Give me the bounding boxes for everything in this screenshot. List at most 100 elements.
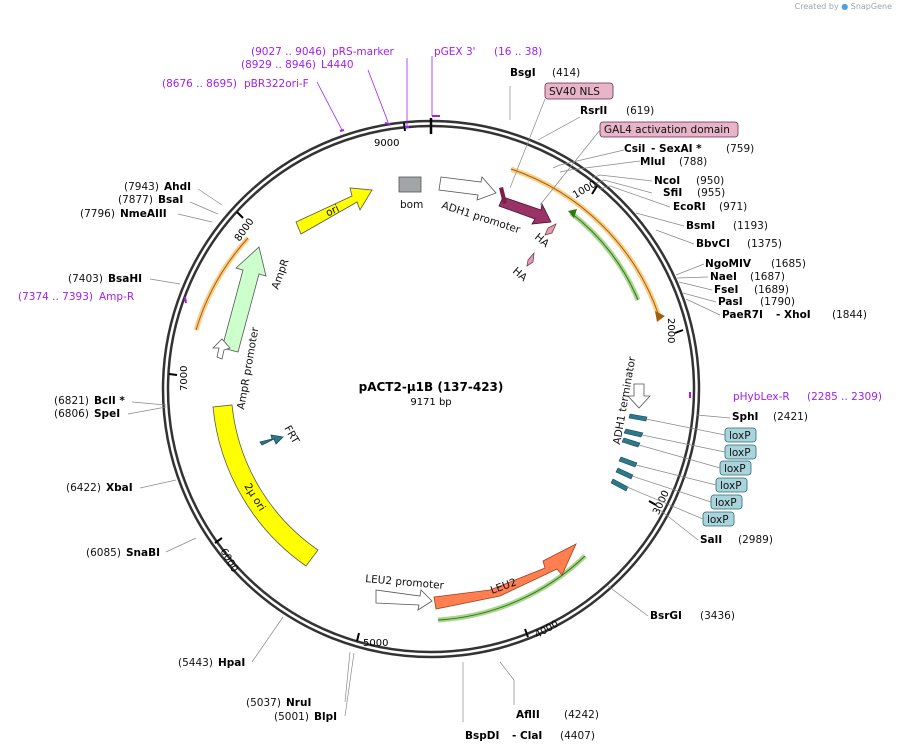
loxp-label-5: loxP	[715, 497, 737, 509]
loxp-box-4: loxP	[635, 464, 748, 493]
site-ncoi-pos: (950)	[696, 175, 724, 187]
site-mlui-pos: (788)	[679, 156, 707, 168]
primer-pgex-range: (16 .. 38)	[494, 46, 542, 58]
snapgene-credit: Created by ● SnapGene	[795, 2, 892, 11]
snapgene-logo-icon: ●	[841, 2, 849, 11]
orange-feature-arc-line	[510, 168, 660, 317]
site-bsahi-pos: (7403)	[68, 273, 103, 285]
two-mu-ori-feature	[212, 404, 319, 567]
primer-pbr322ori-range: (8676 .. 8695)	[162, 78, 237, 90]
site-naei-pos: (1687)	[750, 271, 785, 283]
loxp-label-boxes: loxP loxP loxP loxP loxP loxP	[626, 418, 757, 527]
gal4-label: GAL4 activation domain	[604, 124, 730, 136]
adh1-terminator-feature	[627, 383, 651, 409]
site-bsrgi: BsrGI	[650, 610, 682, 622]
site-bsai: BsaI	[158, 194, 183, 206]
primer-amp-r-range: (7374 .. 7393)	[18, 291, 93, 303]
ha-label-2: HA	[510, 265, 530, 284]
leu2-promoter-feature	[375, 589, 433, 611]
ori-label: ori	[324, 203, 341, 220]
leu2-feature	[433, 543, 577, 610]
ori-feature	[295, 187, 373, 235]
adh1-promoter-feature	[438, 176, 497, 201]
site-nmeaiii-pos: (7796)	[80, 208, 115, 220]
loxp-box-5: loxP	[631, 475, 743, 510]
site-ngomiv: NgoMIV	[705, 258, 752, 270]
site-leader-lines	[127, 86, 731, 722]
primer-amp-r-name: Amp-R	[99, 291, 134, 303]
green-feature-arc-line	[570, 212, 639, 301]
site-rsrii: RsrII	[580, 105, 607, 117]
ampr-feature	[221, 246, 267, 353]
credit-brand: SnapGene	[850, 2, 892, 11]
site-bsgi-pos: (414)	[552, 67, 580, 79]
primer-phyblex-r: pHybLex-R (2285 .. 2309)	[689, 391, 882, 403]
gal4-feature	[498, 196, 552, 225]
site-csii-pos: (759)	[726, 143, 754, 155]
frt-label: FRT	[281, 424, 301, 447]
site-bsgi: BsgI	[510, 67, 536, 79]
site-aflii: AflII	[516, 709, 540, 721]
gal4-label-box: GAL4 activation domain	[539, 121, 739, 206]
site-csii: CsiI	[624, 143, 645, 155]
tick-label-9000: 9000	[374, 138, 399, 149]
plasmid-length: 9171 bp	[410, 397, 451, 408]
ha-tag-2	[526, 251, 535, 267]
tick-label-4000: 4000	[533, 619, 561, 641]
primer-phyblex-r-name: pHybLex-R	[733, 391, 790, 403]
site-bsmi-pos: (1193)	[733, 220, 768, 232]
loxp-markers	[610, 413, 648, 492]
credit-prefix: Created by	[794, 2, 839, 11]
bottom-green-arc-line	[437, 555, 586, 621]
ha-tag-1	[544, 223, 557, 236]
sv40-nls-label-box: SV40 NLS	[509, 82, 614, 189]
primer-pgex-name: pGEX 3'	[434, 46, 476, 58]
site-paer7i-pos: (1844)	[832, 309, 867, 321]
primer-prs-marker-name: pRS-marker	[332, 46, 395, 58]
loxp-label-6: loxP	[707, 514, 729, 526]
site-bsmi: BsmI	[686, 220, 715, 232]
site-bbvci: BbvCI	[696, 238, 730, 250]
site-ngomiv-pos: (1685)	[771, 258, 806, 270]
primer-l4440-range: (8929 .. 8946)	[241, 59, 316, 71]
restriction-sites-left: (7943) AhdI (7877) BsaI (7796) NmeAIII (…	[54, 181, 337, 723]
loxp-box-6: loxP	[626, 486, 735, 527]
site-bsrgi-pos: (3436)	[700, 610, 735, 622]
site-rsrii-pos: (619)	[626, 105, 654, 117]
primer-phyblex-r-range: (2285 .. 2309)	[807, 391, 882, 403]
site-bcli-pos: (6821)	[54, 395, 89, 407]
site-fsei-pos: (1689)	[754, 284, 789, 296]
site-naei: NaeI	[710, 271, 737, 283]
site-ahdi: AhdI	[164, 181, 191, 193]
site-hpai-pos: (5443)	[178, 657, 213, 669]
site-sphi-pos: (2421)	[773, 411, 808, 423]
site-ahdi-pos: (7943)	[124, 181, 159, 193]
site-pasi-pos: (1790)	[760, 296, 795, 308]
site-snabi-pos: (6085)	[86, 547, 121, 559]
left-orange-arc-line	[195, 237, 249, 331]
loxp-label-1: loxP	[729, 430, 751, 442]
bom-feature	[398, 176, 422, 193]
site-xbai: XbaI	[106, 482, 133, 494]
site-bspdi-pos: (4407)	[560, 730, 595, 742]
site-paer7i: PaeR7I	[722, 309, 763, 321]
sv40-nls-feature	[499, 187, 507, 204]
site-nrui-pos: (5037)	[246, 697, 281, 709]
site-spei-pos: (6806)	[54, 408, 89, 420]
site-spei: SpeI	[94, 408, 120, 420]
tick-label-1000: 1000	[571, 179, 599, 201]
ampr-promoter-feature	[212, 338, 231, 360]
primer-l4440-name: L4440	[321, 59, 354, 71]
site-xhoi: - XhoI	[776, 309, 811, 321]
sv40-nls-label: SV40 NLS	[549, 86, 600, 98]
primer-amp-r: (7374 .. 7393) Amp-R	[18, 291, 187, 304]
site-sexai: - SexAI *	[651, 143, 702, 155]
ampr-label: AmpR	[270, 257, 292, 291]
site-nmeaiii: NmeAIII	[120, 208, 167, 220]
tick-label-2000: 2000	[665, 318, 676, 343]
green-arc-arrow-icon	[568, 209, 577, 218]
site-blpi-pos: (5001)	[274, 711, 309, 723]
site-blpi: BlpI	[314, 711, 337, 723]
tick-marks	[168, 122, 684, 642]
site-hpai: HpaI	[218, 657, 245, 669]
